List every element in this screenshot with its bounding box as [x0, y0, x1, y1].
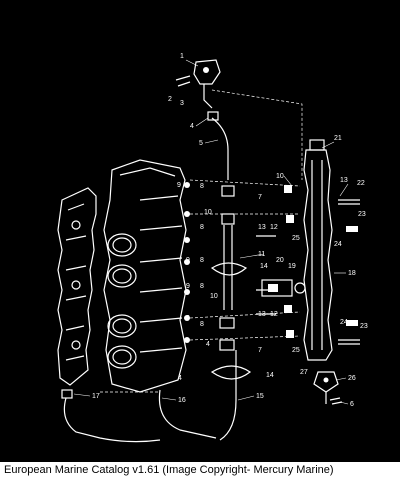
- fitting-26: [313, 371, 339, 404]
- callout-20: 20: [276, 257, 284, 264]
- image-caption: European Marine Catalog v1.61 (Image Cop…: [0, 462, 400, 479]
- rail-bolts: [338, 199, 360, 345]
- hose-clamp-17: [61, 389, 73, 399]
- fuel-injectors: [284, 185, 294, 338]
- callout-26: 26: [348, 375, 356, 382]
- callout-7b: 7: [258, 347, 262, 354]
- callout-14b: 14: [266, 372, 274, 379]
- callout-4c: 4: [178, 375, 182, 382]
- clip-14: [210, 262, 248, 276]
- sensor-assembly: [261, 279, 306, 297]
- fuel-tube-11: [219, 185, 235, 351]
- callout-10c: 10: [210, 293, 218, 300]
- callout-8e: 8: [200, 321, 204, 328]
- callout-23b: 23: [360, 323, 368, 330]
- callout-19: 19: [288, 263, 296, 270]
- callout-23a: 23: [358, 211, 366, 218]
- callout-25b: 25: [292, 347, 300, 354]
- callout-15: 15: [256, 393, 264, 400]
- callout-24a: 24: [334, 241, 342, 248]
- callout-2: 2: [168, 96, 172, 103]
- hose-15: [219, 350, 237, 441]
- exploded-parts-diagram: 1 2 3 4 5 10 13 21 22 9 8 7 10 8 13 12 2…: [57, 53, 368, 443]
- callout-13b: 13: [258, 224, 266, 231]
- callout-22: 22: [357, 180, 365, 187]
- fuel-rail: [303, 139, 333, 361]
- callout-4b: 4: [206, 341, 210, 348]
- callout-12a: 12: [270, 224, 278, 231]
- callout-17: 17: [92, 393, 100, 400]
- callout-8a: 8: [200, 183, 204, 190]
- callout-9d: 9: [186, 315, 190, 322]
- hose-16: [158, 389, 217, 439]
- callout-5: 5: [199, 140, 203, 147]
- callout-4: 4: [190, 123, 194, 130]
- hose-clamp-4: [207, 111, 219, 121]
- callout-16: 16: [178, 397, 186, 404]
- hose-17: [63, 397, 161, 443]
- callout-3: 3: [180, 100, 184, 107]
- callout-12b: 12: [270, 311, 278, 318]
- callout-9a: 9: [177, 182, 181, 189]
- callout-21: 21: [334, 135, 342, 142]
- callout-24b: 24: [340, 319, 348, 326]
- hose-5: [211, 117, 229, 180]
- callout-14a: 14: [260, 263, 268, 270]
- callout-labels: 1 2 3 4 5 10 13 21 22 9 8 7 10 8 13 12 2…: [92, 53, 368, 408]
- callout-10b: 10: [204, 209, 212, 216]
- callout-13c: 13: [258, 311, 266, 318]
- callout-9b: 9: [186, 257, 190, 264]
- assembly-leaders: [100, 89, 303, 393]
- callout-leaders: [73, 59, 349, 405]
- manifold-bolts: [184, 182, 276, 343]
- callout-7a: 7: [258, 194, 262, 201]
- callout-8c: 8: [200, 257, 204, 264]
- callout-10: 10: [276, 173, 284, 180]
- cylinder-head: [57, 187, 97, 386]
- intake-manifold: [103, 159, 187, 393]
- fuel-pressure-regulator: [175, 59, 221, 109]
- callout-27: 27: [300, 369, 308, 376]
- callout-25a: 25: [292, 235, 300, 242]
- callout-18: 18: [348, 270, 356, 277]
- callout-13: 13: [340, 177, 348, 184]
- callout-1: 1: [180, 53, 184, 60]
- clip-14-lower: [210, 365, 252, 380]
- callout-9c: 9: [186, 283, 190, 290]
- callout-8b: 8: [200, 224, 204, 231]
- callout-6: 6: [350, 401, 354, 408]
- callout-8d: 8: [200, 283, 204, 290]
